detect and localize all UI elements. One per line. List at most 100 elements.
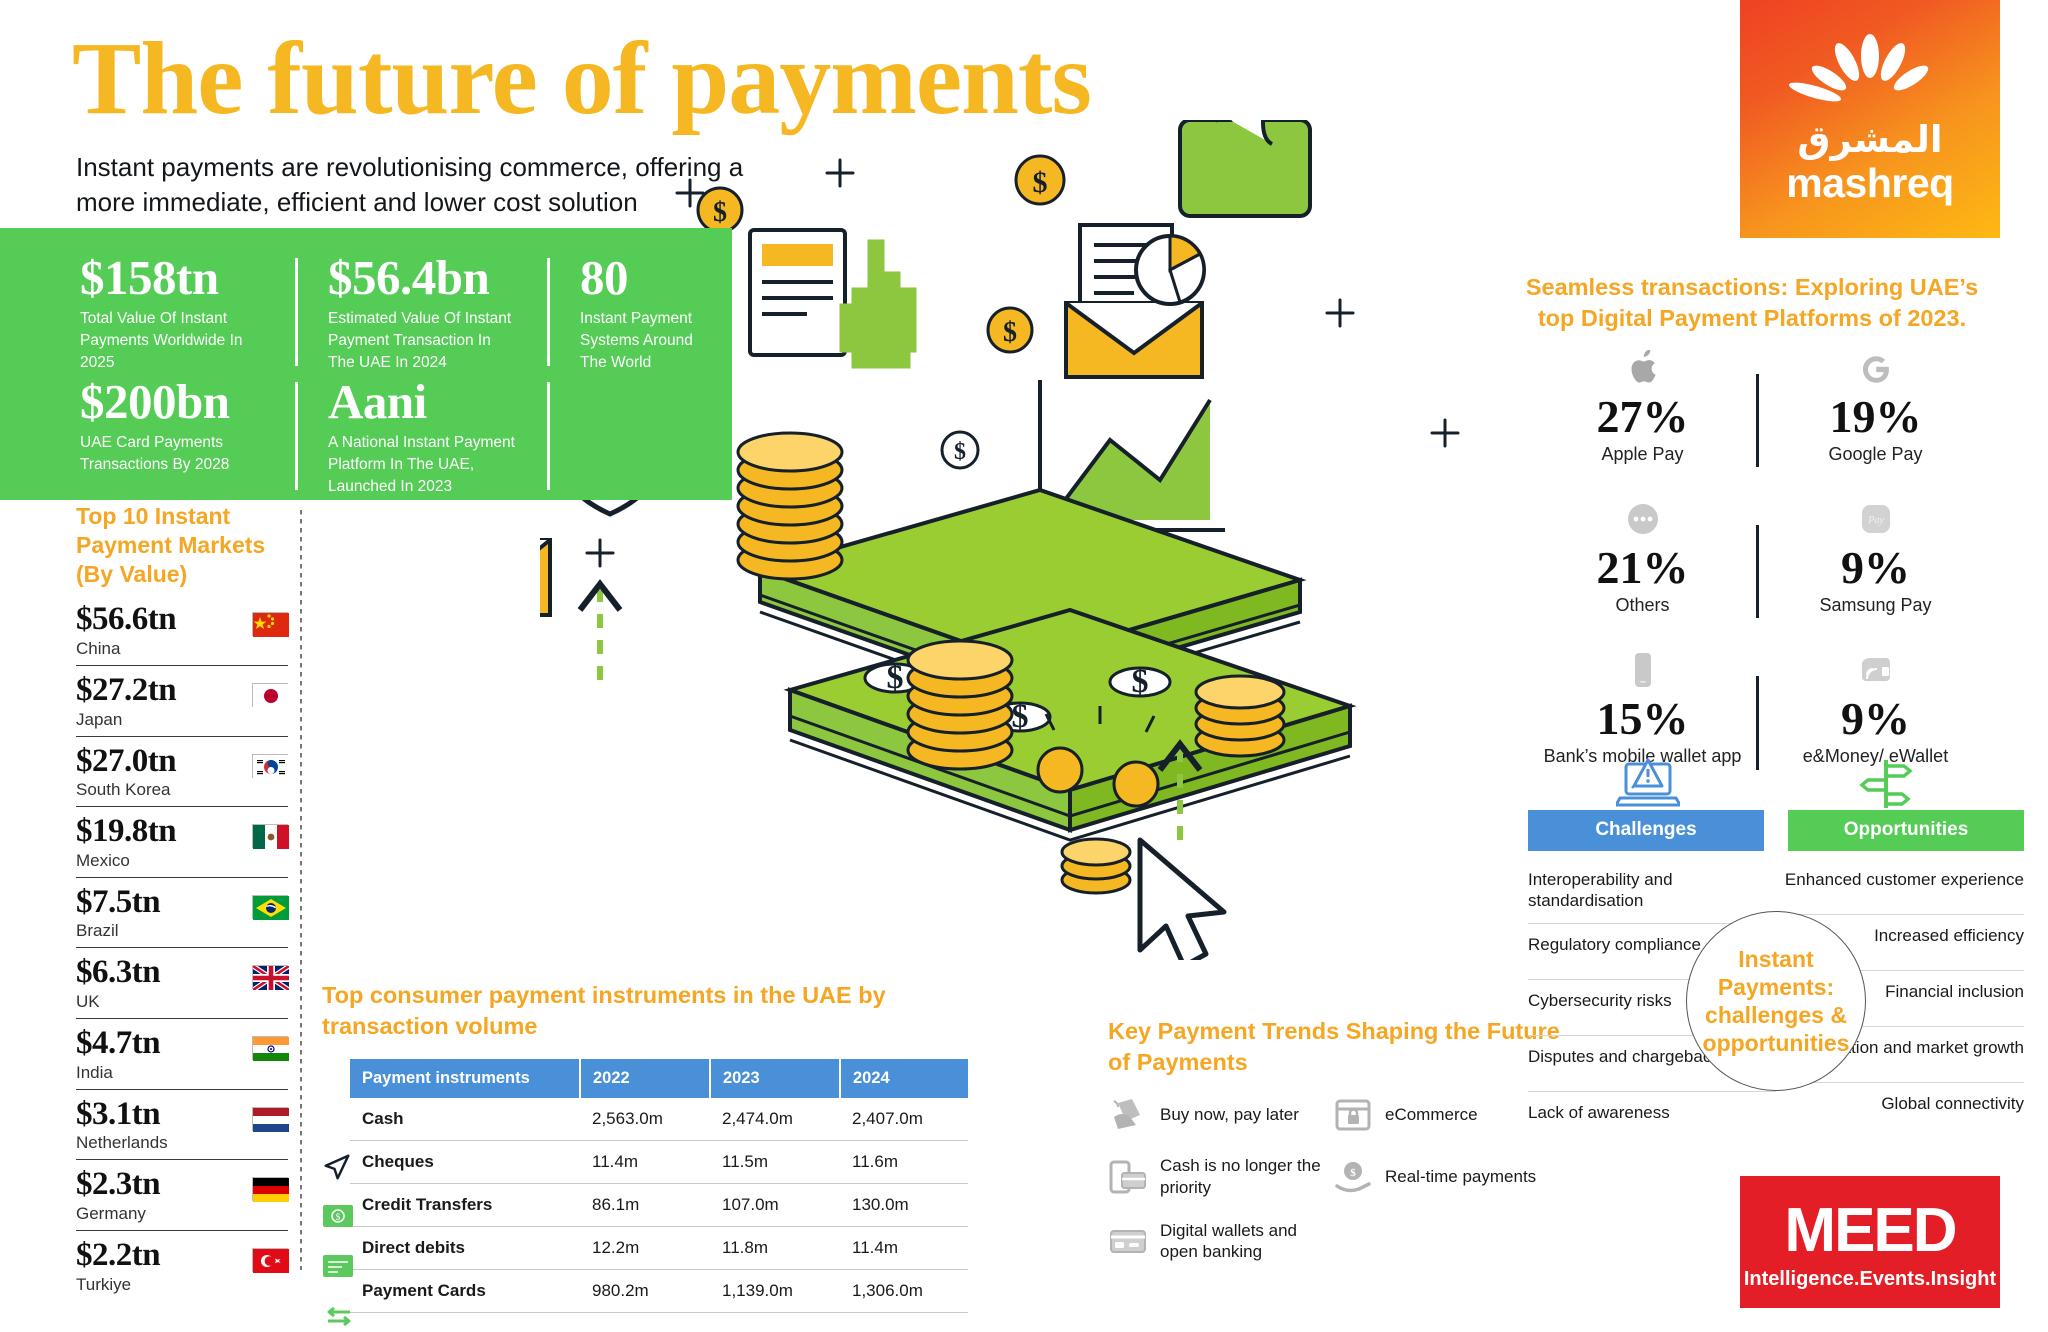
cell-2024: 11.6m	[840, 1140, 968, 1185]
key-trends-panel: Key Payment Trends Shaping the Future of…	[1108, 1016, 1568, 1285]
page-subtitle: Instant payments are revolutionising com…	[76, 152, 744, 218]
cell-2023: 1,139.0m	[710, 1269, 840, 1314]
cheque-icon	[322, 1243, 356, 1289]
flag-icon-br	[252, 894, 289, 920]
market-country: Turkiye	[76, 1274, 132, 1294]
cell-2023: 11.8m	[710, 1226, 840, 1271]
platform-label: Others	[1615, 594, 1670, 615]
challenge-item: Lack of awareness	[1528, 1102, 1670, 1122]
svg-text:$: $	[887, 659, 904, 696]
platform-emoney-ewallet: 9% e&Money/ eWallet	[1759, 642, 1992, 777]
market-country: UK	[76, 992, 100, 1012]
opportunity-item: Enhanced customer experience	[1776, 859, 2024, 915]
flag-icon-gb	[251, 964, 291, 993]
challenge-item: Regulatory compliance	[1528, 924, 1776, 980]
svg-text:$: $	[1003, 317, 1017, 348]
cell-2023: 107.0m	[710, 1183, 840, 1228]
market-value: $27.0tn	[76, 742, 177, 779]
cell-2022: 12.2m	[580, 1226, 710, 1271]
platform-bank-mobile-wallet: 15% Bank’s mobile wallet app	[1526, 642, 1759, 777]
market-country: China	[76, 638, 121, 658]
cell-2024: 2,407.0m	[840, 1098, 968, 1142]
platform-percent: 19%	[1829, 391, 1922, 442]
market-value: $27.2tn	[76, 671, 177, 708]
platform-google-pay: 19% Google Pay	[1759, 340, 1992, 475]
mashreq-latin-wordmark: mashreq	[1786, 160, 1954, 206]
flag-icon-mx	[252, 824, 289, 850]
payment-instruments-heading: Top consumer payment instruments in the …	[322, 982, 886, 1039]
market-country: Brazil	[76, 921, 119, 941]
meed-logo: MEED Intelligence.Events.Insight	[1740, 1176, 2000, 1308]
market-value: $3.1tn	[76, 1095, 161, 1132]
platform-label: Samsung Pay	[1819, 594, 1932, 615]
cell-2022: 980.2m	[580, 1269, 710, 1314]
svg-text:$: $	[1033, 166, 1048, 199]
opportunity-item: Financial inclusion	[1776, 971, 2024, 1027]
svg-text:$: $	[1350, 1167, 1356, 1179]
stat-value: Aani	[328, 374, 427, 429]
top-markets-heading: Top 10 Instant Payment Markets (By Value…	[76, 503, 266, 587]
key-trends-list: Buy now, pay later eCommerce Cash is no …	[1108, 1097, 1568, 1285]
opportunities-title: Opportunities	[1788, 810, 2024, 851]
phone-card-icon	[1108, 1159, 1148, 1195]
svg-text:Pay: Pay	[1867, 515, 1884, 526]
challenge-item: Disputes and chargebacks	[1528, 1036, 1776, 1092]
vertical-dotted-divider	[300, 510, 302, 1270]
market-value: $4.7tn	[76, 1025, 161, 1062]
payment-instrument-icons: $	[322, 1145, 356, 1332]
col-instrument: Payment instruments	[350, 1059, 581, 1099]
platform-percent: 15%	[1596, 693, 1689, 745]
platform-percent: 27%	[1596, 391, 1689, 442]
key-stats-row-1: $158tn Total Value Of Instant Payments W…	[80, 252, 770, 374]
trend-label: Cash is no longer the priority	[1160, 1156, 1321, 1197]
key-stats-row-2: $200bn UAE Card Payments Transactions By…	[80, 376, 770, 498]
page-title: The future of payments	[72, 21, 1092, 136]
co-title-bars: Challenges Opportunities	[1528, 810, 2024, 851]
market-value: $56.6tn	[76, 601, 177, 638]
market-value: $6.3tn	[76, 954, 161, 991]
stat-uae-instant-value: $56.4bn Estimated Value Of Instant Payme…	[328, 252, 550, 374]
platform-percent: 9%	[1841, 542, 1910, 594]
platform-others: 21% Others	[1526, 491, 1759, 626]
stat-spacer	[580, 376, 740, 498]
flag-icon-de	[252, 1177, 289, 1203]
market-country: Mexico	[76, 850, 130, 870]
cell-instrument: Payment Cards	[350, 1269, 580, 1314]
stat-value: 80	[580, 250, 629, 305]
google-icon	[1769, 346, 1982, 390]
cell-2023: 2,474.0m	[710, 1098, 840, 1142]
cell-2023: 11.5m	[710, 1140, 840, 1185]
market-country: India	[76, 1062, 113, 1082]
flag-icon-nl	[252, 1106, 289, 1132]
samsung-pay-icon: Pay	[1769, 497, 1982, 541]
challenges-title: Challenges	[1528, 810, 1764, 851]
svg-text:$: $	[1132, 663, 1149, 700]
table-header-row: Payment instruments 2022 2023 2024	[350, 1059, 968, 1099]
trend-real-time-payments: $ Real-time payments	[1333, 1155, 1568, 1198]
stat-label: UAE Card Payments Transactions By 2028	[80, 434, 230, 474]
cell-2022: 2,563.0m	[580, 1098, 710, 1142]
col-2022: 2022	[580, 1059, 711, 1099]
challenges-opportunities-panel: Challenges Opportunities Interoperabilit…	[1528, 758, 2024, 1148]
platform-label: Bank’s mobile wallet app	[1543, 745, 1742, 766]
meed-tagline: Intelligence.Events.Insight	[1743, 1268, 1997, 1290]
cell-2024: 130.0m	[840, 1183, 968, 1228]
key-stats-band: $158tn Total Value Of Instant Payments W…	[0, 228, 732, 500]
platform-samsung-pay: Pay 9% Samsung Pay	[1759, 491, 1992, 626]
flag-icon-tr	[252, 1248, 289, 1274]
laptop-alert-icon	[1613, 758, 1683, 815]
trend-ecommerce: eCommerce	[1333, 1097, 1568, 1133]
stat-label: A National Instant Payment Platform In T…	[328, 434, 515, 496]
stat-label: Total Value Of Instant Payments Worldwid…	[80, 310, 243, 372]
stat-total-value-worldwide: $158tn Total Value Of Instant Payments W…	[80, 252, 298, 374]
top-markets-panel: Top 10 Instant Payment Markets (By Value…	[76, 502, 291, 1301]
